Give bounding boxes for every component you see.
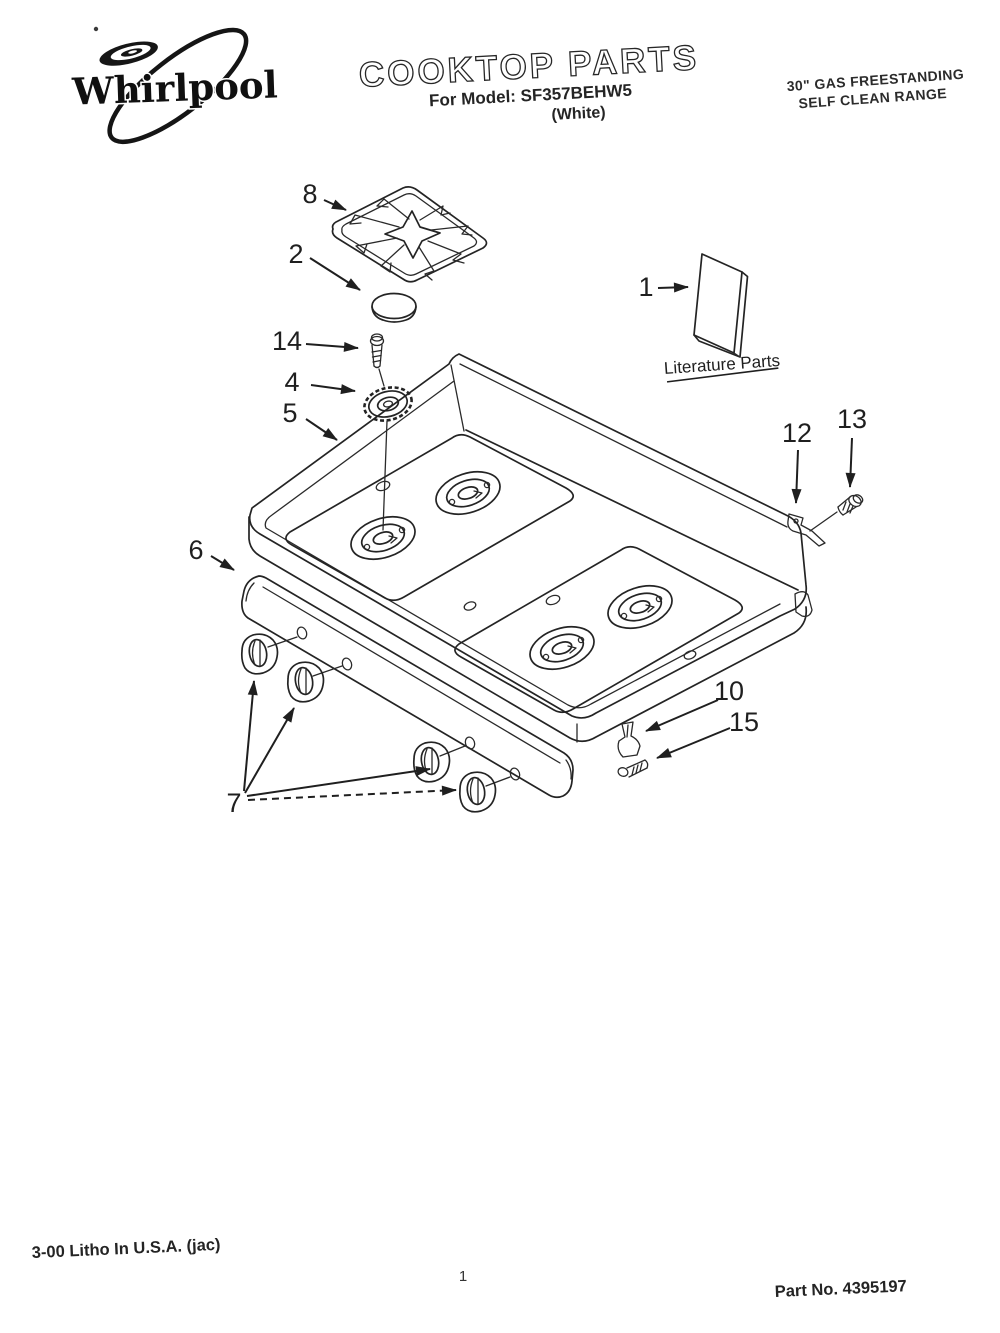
callout-6-arrow xyxy=(210,555,235,571)
logo-spiral-icon xyxy=(99,41,158,66)
burner-ring-back-left xyxy=(429,463,507,523)
callout-2-arrow xyxy=(309,257,361,291)
callouts: 8 2 14 4 5 6 7 1 xyxy=(188,179,867,818)
trim-screw-15 xyxy=(617,759,649,778)
callout-2-label: 2 xyxy=(288,239,303,269)
control-knob-3 xyxy=(412,741,451,783)
screw-leader-line xyxy=(378,368,385,387)
burner-ring-front-right xyxy=(523,618,601,678)
callout-4: 4 xyxy=(284,367,356,397)
callout-4-arrow xyxy=(310,384,356,395)
backguard-top-inner-line xyxy=(459,363,788,528)
backguard-base-line xyxy=(465,429,799,591)
callout-12: 12 xyxy=(782,418,812,504)
bracket-screw-13 xyxy=(837,494,864,516)
callout-13: 13 xyxy=(837,404,867,488)
litho-line: 3-00 Litho In U.S.A. (jac) xyxy=(31,1236,220,1262)
right-burner-recess xyxy=(454,545,744,714)
backguard-left-edge xyxy=(450,364,465,432)
callout-10: 10 xyxy=(645,676,744,732)
literature-label-underline xyxy=(666,367,779,383)
callout-1-label: 1 xyxy=(638,272,653,302)
control-knob-2 xyxy=(286,661,325,703)
callout-15: 15 xyxy=(656,707,759,759)
callout-7-label: 7 xyxy=(226,788,241,818)
grate-center-star xyxy=(384,210,441,259)
callout-10-label: 10 xyxy=(714,676,744,706)
callout-8: 8 xyxy=(302,179,347,211)
callout-7-arrow-3 xyxy=(246,766,431,797)
brand-wordmark: Whirlpool xyxy=(71,62,279,113)
callout-15-label: 15 xyxy=(729,707,759,737)
burner-cap xyxy=(371,292,417,323)
callout-7-arrow-2 xyxy=(244,707,295,794)
title-block: COOKTOP PARTS For Model: SF357BEHW5 (Whi… xyxy=(357,37,700,124)
callout-12-label: 12 xyxy=(782,418,812,448)
callout-13-arrow xyxy=(845,437,856,488)
burner-grate xyxy=(331,186,488,283)
literature-booklet xyxy=(693,253,743,354)
callout-6-label: 6 xyxy=(188,535,203,565)
burner-head-leader-line xyxy=(382,420,388,531)
callout-2: 2 xyxy=(288,239,361,291)
callout-1-arrow xyxy=(657,282,689,293)
ignition-bracket-12 xyxy=(787,511,838,547)
side-tab xyxy=(794,591,813,618)
callout-7-arrow-4 xyxy=(247,785,457,801)
callout-15-arrow xyxy=(656,727,731,759)
callout-5-label: 5 xyxy=(282,398,297,428)
part-number-line: Part No. 4395197 xyxy=(774,1277,907,1301)
callout-14-label: 14 xyxy=(272,326,302,356)
callout-5-arrow xyxy=(305,418,338,441)
left-burner-recess xyxy=(285,433,575,602)
page-number: 1 xyxy=(459,1268,467,1285)
control-knob-4 xyxy=(458,771,497,813)
literature-booklet-pages xyxy=(693,271,749,358)
cooktop-side-wall xyxy=(248,516,808,743)
callout-5: 5 xyxy=(282,398,338,441)
burner-ring-front-left xyxy=(344,508,422,568)
knob-leader-lines xyxy=(267,636,511,787)
scan-speck xyxy=(93,26,99,32)
callout-6: 6 xyxy=(188,535,235,571)
surface-slots xyxy=(375,480,697,660)
callout-7-arrow-1 xyxy=(243,680,258,792)
burner-head xyxy=(363,386,413,422)
grate-fingers xyxy=(349,198,473,281)
callout-10-arrow xyxy=(645,699,719,732)
literature-label: Literature Parts xyxy=(663,351,780,378)
callout-12-arrow xyxy=(791,449,802,504)
logo-swirl-ellipse xyxy=(107,27,249,145)
control-knob-1 xyxy=(240,633,279,675)
cooktop-outer-rim xyxy=(248,353,808,719)
callout-1: 1 xyxy=(638,272,689,302)
literature-booklet-edge xyxy=(733,352,741,358)
burner-ring-back-right xyxy=(601,577,679,637)
callout-13-label: 13 xyxy=(837,404,867,434)
callout-14: 14 xyxy=(272,326,359,356)
cooktop-inner-rim xyxy=(264,380,781,709)
control-rail xyxy=(241,575,574,799)
whirlpool-logo: Whirlpool xyxy=(69,27,280,145)
finish-line: (White) xyxy=(551,104,606,124)
knob-stem-holes xyxy=(296,626,521,781)
callout-8-label: 8 xyxy=(302,179,317,209)
range-type-block: 30" GAS FREESTANDING SELF CLEAN RANGE xyxy=(786,66,964,112)
callout-4-label: 4 xyxy=(284,367,299,397)
callout-7: 7 xyxy=(226,680,457,818)
cooktop-panel xyxy=(248,353,813,743)
literature-parts-group: Literature Parts xyxy=(663,253,781,383)
trim-clip-10 xyxy=(617,721,641,758)
callout-8-arrow xyxy=(323,199,347,211)
callout-14-arrow xyxy=(305,341,359,352)
burner-screw-14 xyxy=(369,333,385,369)
